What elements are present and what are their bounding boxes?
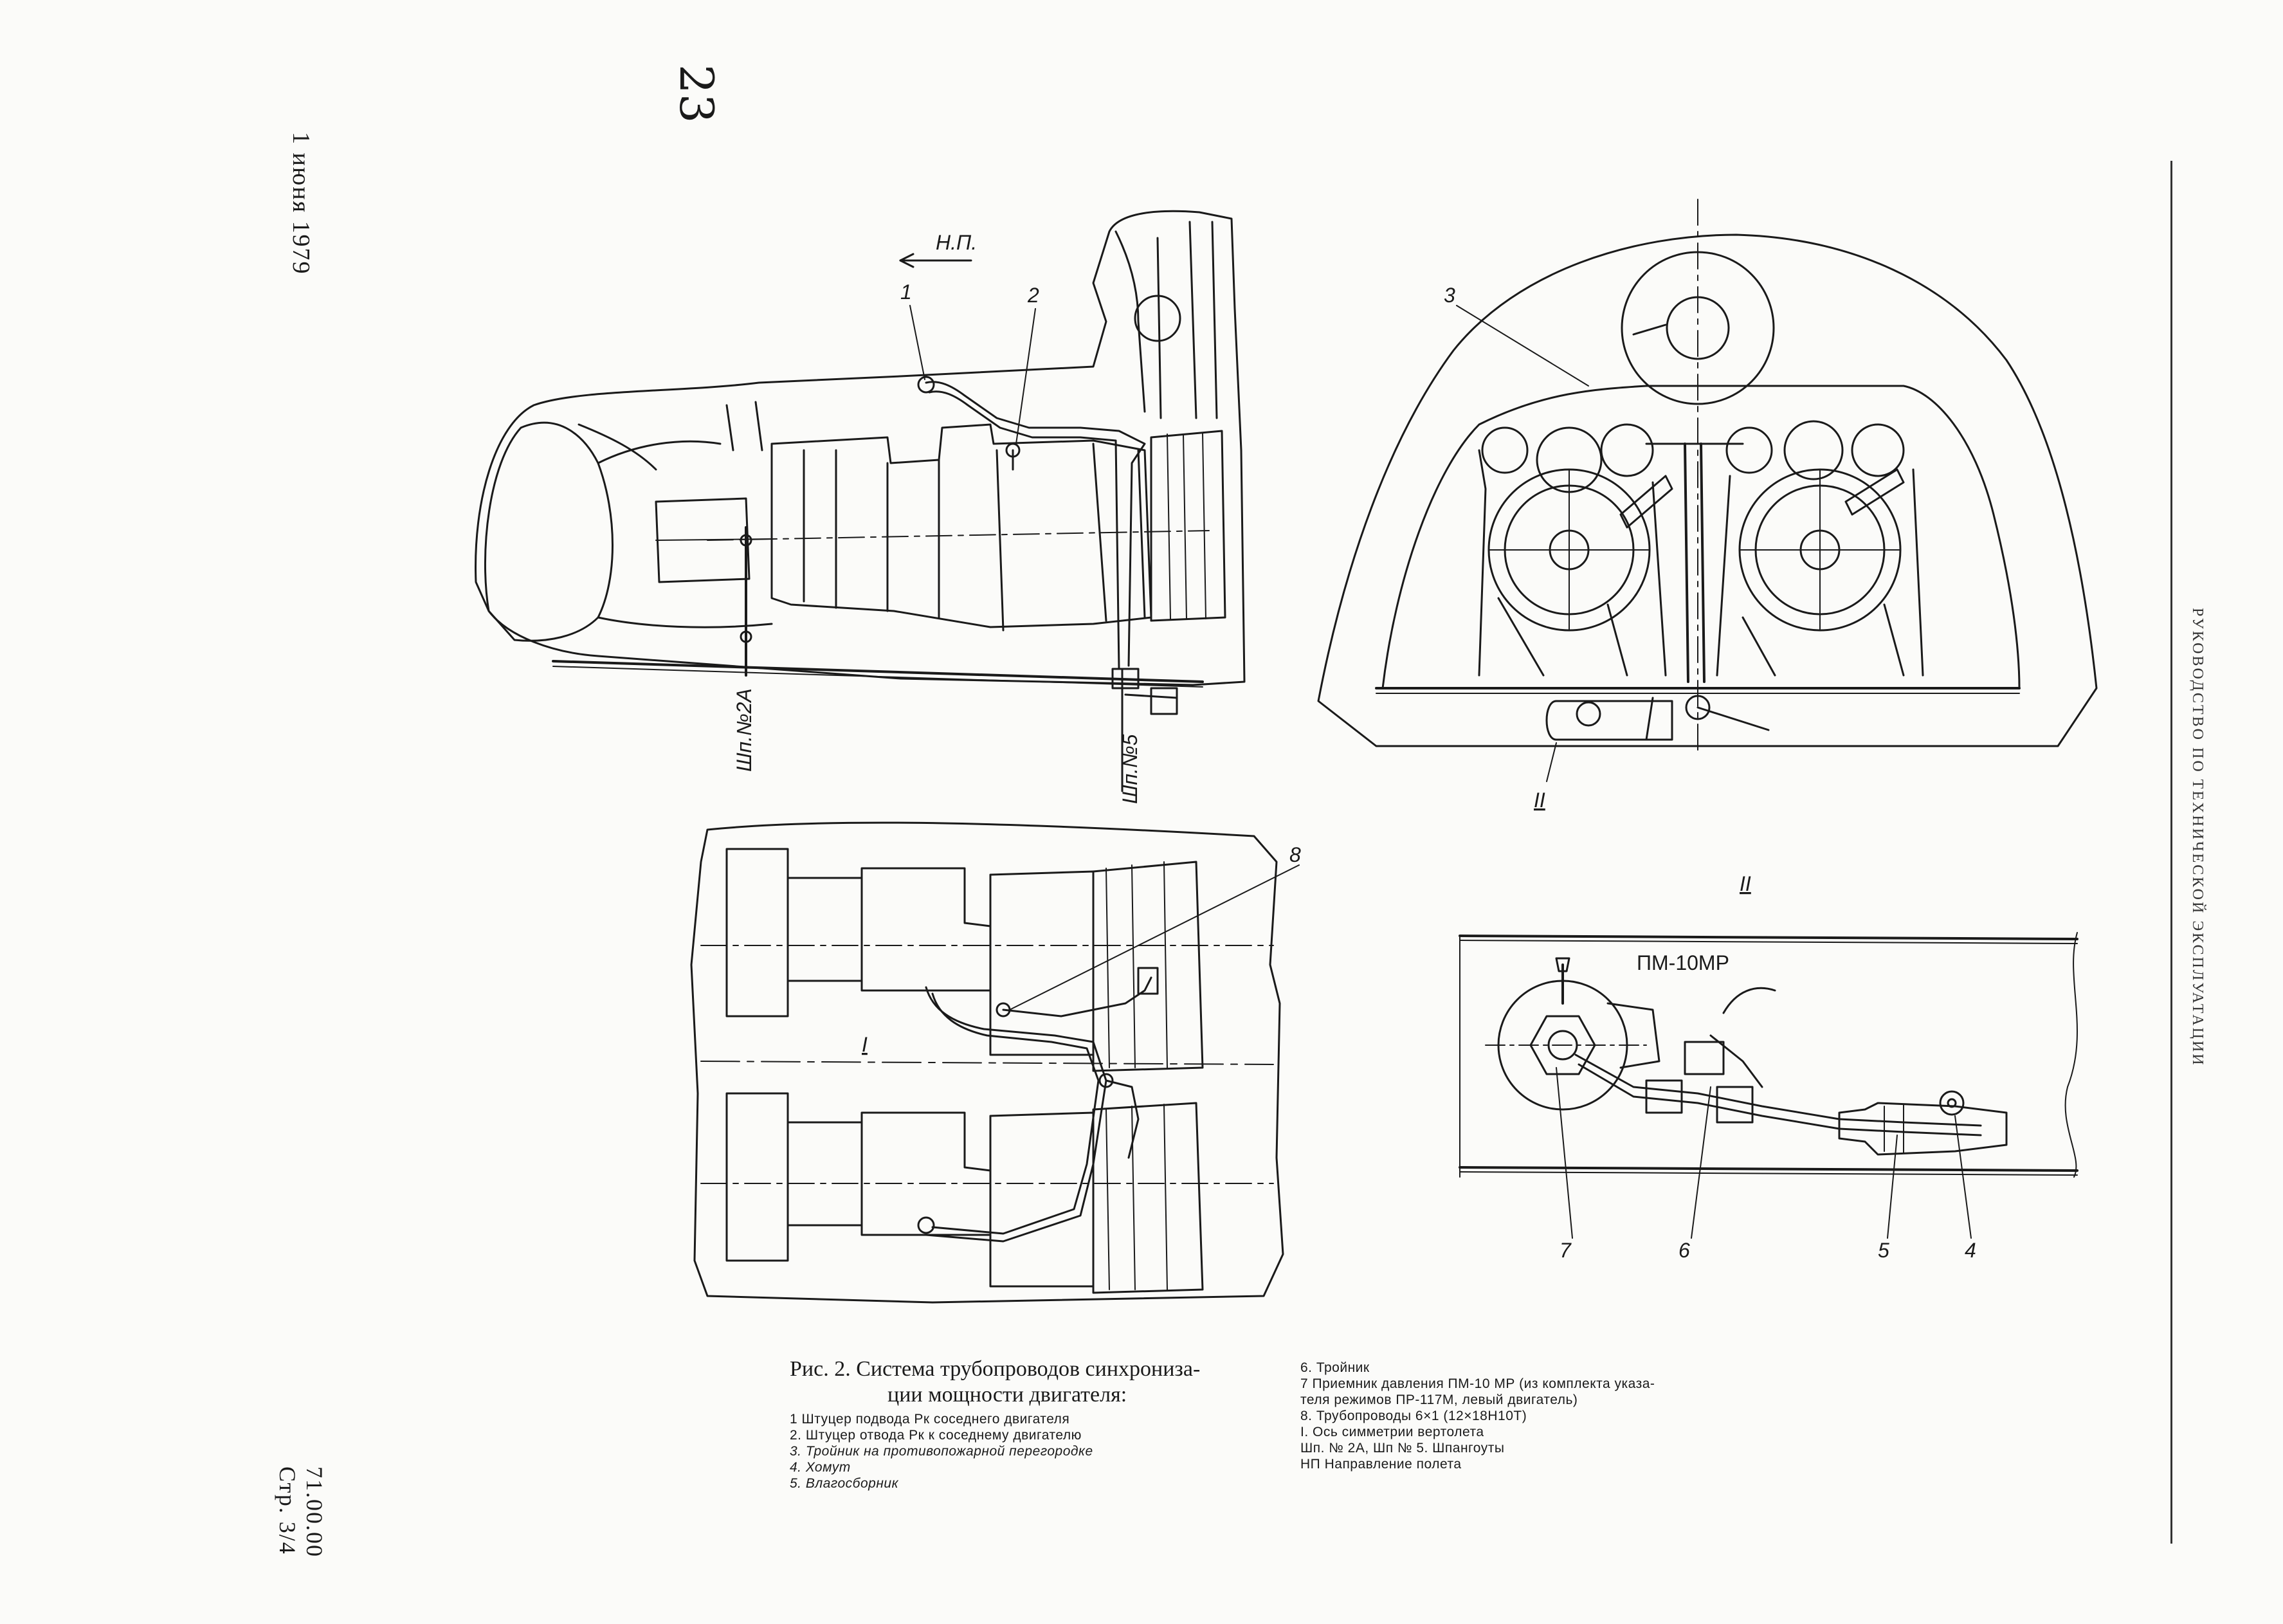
caption-item-7-cont: теля режимов ПР-117М, левый двигатель) — [1300, 1392, 1578, 1407]
label-view-II-title: II — [1740, 872, 1751, 895]
label-receiver: ПМ-10МР — [1637, 951, 1729, 974]
label-3: 3 — [1444, 284, 1455, 307]
label-7: 7 — [1560, 1239, 1572, 1262]
caption-item-7: 7 Приемник давления ПМ-10 МР (из комплек… — [1300, 1376, 1655, 1391]
caption-item-frames: Шп. № 2А, Шп № 5. Шпангоуты — [1300, 1441, 1505, 1455]
label-4: 4 — [1965, 1239, 1976, 1262]
side-view-engine: Н.П. 1 2 Шп.№2А Шп.№5 — [475, 210, 1246, 804]
label-flight-direction: Н.П. — [936, 231, 977, 254]
caption-item-flight-direction: НП Направление полета — [1300, 1457, 1462, 1472]
caption-title-line-2: ции мощности двигателя: — [887, 1383, 1127, 1407]
label-view-II: II — [1534, 789, 1545, 812]
label-frame-5: Шп.№5 — [1118, 734, 1142, 804]
detail-view-II: II — [1459, 872, 2078, 1262]
right-margin-rule — [2170, 161, 2172, 1544]
label-frame-2a: Шп.№2А — [732, 688, 756, 772]
caption-item-1: 1 Штуцер подвода Pк соседнего двигателя — [790, 1412, 1070, 1427]
label-6: 6 — [1678, 1239, 1690, 1262]
label-8: 8 — [1289, 843, 1301, 866]
plan-view-engines: 8 I — [690, 821, 1301, 1304]
caption-item-4: 4. Хомут — [790, 1460, 851, 1475]
caption-item-3: 3. Тройник на противопожарной перегородк… — [790, 1444, 1093, 1459]
caption-title-line-1: Рис. 2. Система трубопроводов синхрониза… — [790, 1357, 1201, 1381]
caption-item-axis: I. Ось симметрии вертолета — [1300, 1425, 1484, 1439]
label-5: 5 — [1878, 1239, 1889, 1262]
caption-item-6: 6. Тройник — [1300, 1360, 1370, 1375]
caption-item-5: 5. Влагосборник — [790, 1476, 898, 1491]
label-2: 2 — [1027, 284, 1039, 307]
front-section-view: 3 II — [1317, 199, 2098, 812]
caption-item-2: 2. Штуцер отвода Pк к соседнему двигател… — [790, 1428, 1082, 1443]
caption-item-8: 8. Трубопроводы 6×1 (12×18Н10Т) — [1300, 1409, 1527, 1423]
label-view-I: I — [862, 1033, 868, 1056]
label-1: 1 — [900, 280, 912, 304]
